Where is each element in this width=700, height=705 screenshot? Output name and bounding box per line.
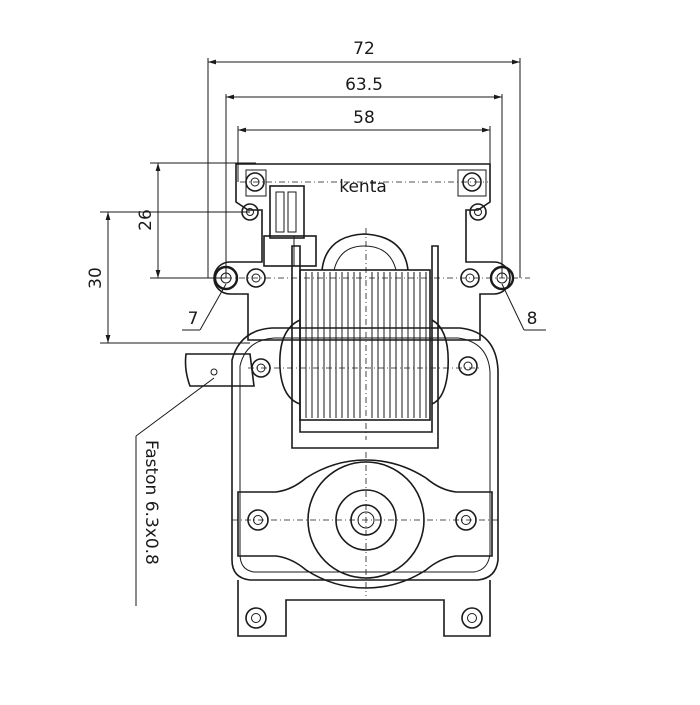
dimension-lines — [100, 58, 521, 344]
dimension-labels: 72 63.5 58 26 30 — [86, 39, 383, 289]
upper-mounting-plate — [200, 163, 530, 341]
dim-label-30: 30 — [86, 267, 106, 289]
bottom-flange — [237, 580, 491, 637]
mount-hole-upper-right — [469, 203, 487, 221]
coil-windings — [305, 272, 427, 418]
faston-label: Faston 6.3x0.8 — [141, 440, 161, 565]
callout-label-7: 7 — [188, 309, 199, 329]
gearbox-body — [231, 327, 499, 581]
dim-label-58: 58 — [353, 108, 375, 128]
terminal-block — [263, 185, 317, 267]
callout-leaders — [135, 283, 546, 606]
flange-hole-left — [245, 607, 267, 629]
body-hole-right — [458, 356, 478, 376]
brand-label: kenta — [339, 177, 387, 197]
dim-label-26: 26 — [136, 209, 156, 231]
flange-hole-right — [461, 607, 483, 629]
gear-housing — [232, 452, 500, 596]
dim-label-72: 72 — [353, 39, 375, 59]
callout-label-8: 8 — [527, 309, 538, 329]
motor-coil — [279, 228, 449, 449]
mount-hole-upper-left — [241, 203, 259, 221]
faston-connector — [184, 353, 255, 387]
dim-label-63-5: 63.5 — [345, 75, 383, 95]
